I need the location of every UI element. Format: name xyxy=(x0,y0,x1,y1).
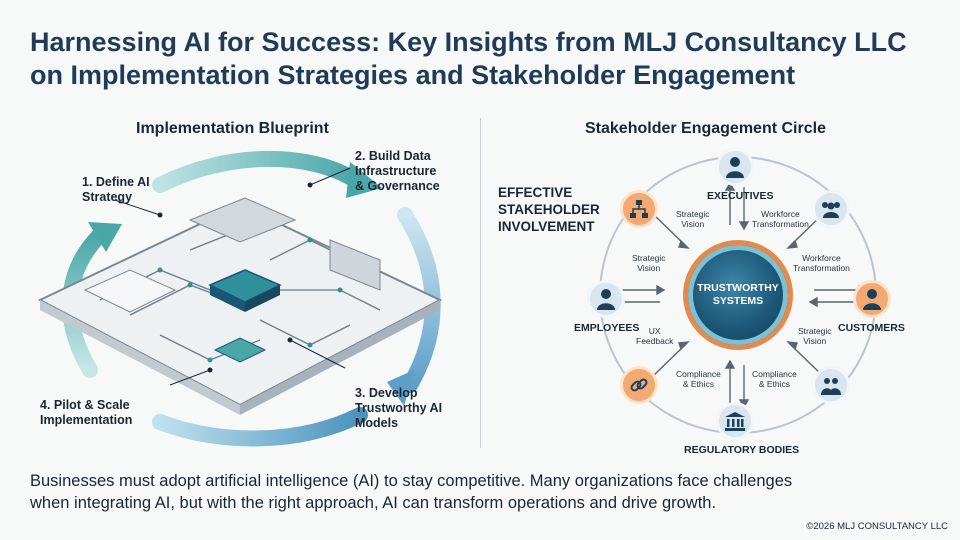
customer-person-icon xyxy=(853,280,891,318)
stakeholder-executives: EXECUTIVES xyxy=(707,190,774,202)
flow-ux-feedback: UX Feedback xyxy=(636,326,674,346)
government-building-icon xyxy=(716,402,754,440)
flow-compliance-left: Compliance & Ethics xyxy=(676,369,721,389)
flow-strategic-vision-right: Strategic Vision xyxy=(798,326,832,346)
trustworthy-systems-core: TRUSTWORTHY SYSTEMS xyxy=(683,240,793,350)
blueprint-heading: Implementation Blueprint xyxy=(136,120,329,137)
step-4-label: 4. Pilot & Scale Implementation xyxy=(40,398,133,427)
engagement-heading: Stakeholder Engagement Circle xyxy=(585,120,826,137)
stakeholder-regulatory-bodies: REGULATORY BODIES xyxy=(684,444,800,456)
flow-strategic-vision-left: Strategic Vision xyxy=(632,253,666,273)
copyright-footer: ©2026 MLJ CONSULTANCY LLC xyxy=(806,521,948,532)
employee-person-icon xyxy=(587,280,625,318)
team-group-icon xyxy=(812,190,850,228)
step-1-label: 1. Define AI Strategy xyxy=(82,175,150,204)
summary-paragraph: Businesses must adopt artificial intelli… xyxy=(30,472,793,512)
stakeholder-customers: CUSTOMERS xyxy=(838,322,905,334)
panel-divider xyxy=(480,118,481,448)
executive-person-icon xyxy=(716,148,754,186)
flow-strategic-vision-top: Strategic Vision xyxy=(676,209,710,229)
org-chart-icon xyxy=(620,190,658,228)
flow-workforce-right: Workforce Transformation xyxy=(793,253,850,273)
stakeholder-employees: EMPLOYEES xyxy=(574,322,640,334)
cycle-arrow-top xyxy=(152,150,363,193)
users-group-icon xyxy=(812,366,850,404)
flow-compliance-right: Compliance & Ethics xyxy=(752,369,797,389)
page-title: Harnessing AI for Success: Key Insights … xyxy=(30,26,940,92)
title-line-1: Harnessing AI for Success: Key Insights … xyxy=(30,27,907,57)
effective-involvement-label: EFFECTIVE STAKEHOLDER INVOLVEMENT xyxy=(498,185,600,234)
title-line-2: on Implementation Strategies and Stakeho… xyxy=(30,60,796,90)
step-3-label: 3. Develop Trustworthy AI Models xyxy=(355,386,443,430)
blueprint-illustration xyxy=(37,150,443,447)
step-2-label: 2. Build Data Infrastructure & Governanc… xyxy=(355,149,440,193)
cycle-arrow-bottom xyxy=(152,407,368,447)
flow-workforce-top: Workforce Transformation xyxy=(752,209,809,229)
chain-link-icon xyxy=(620,366,658,404)
